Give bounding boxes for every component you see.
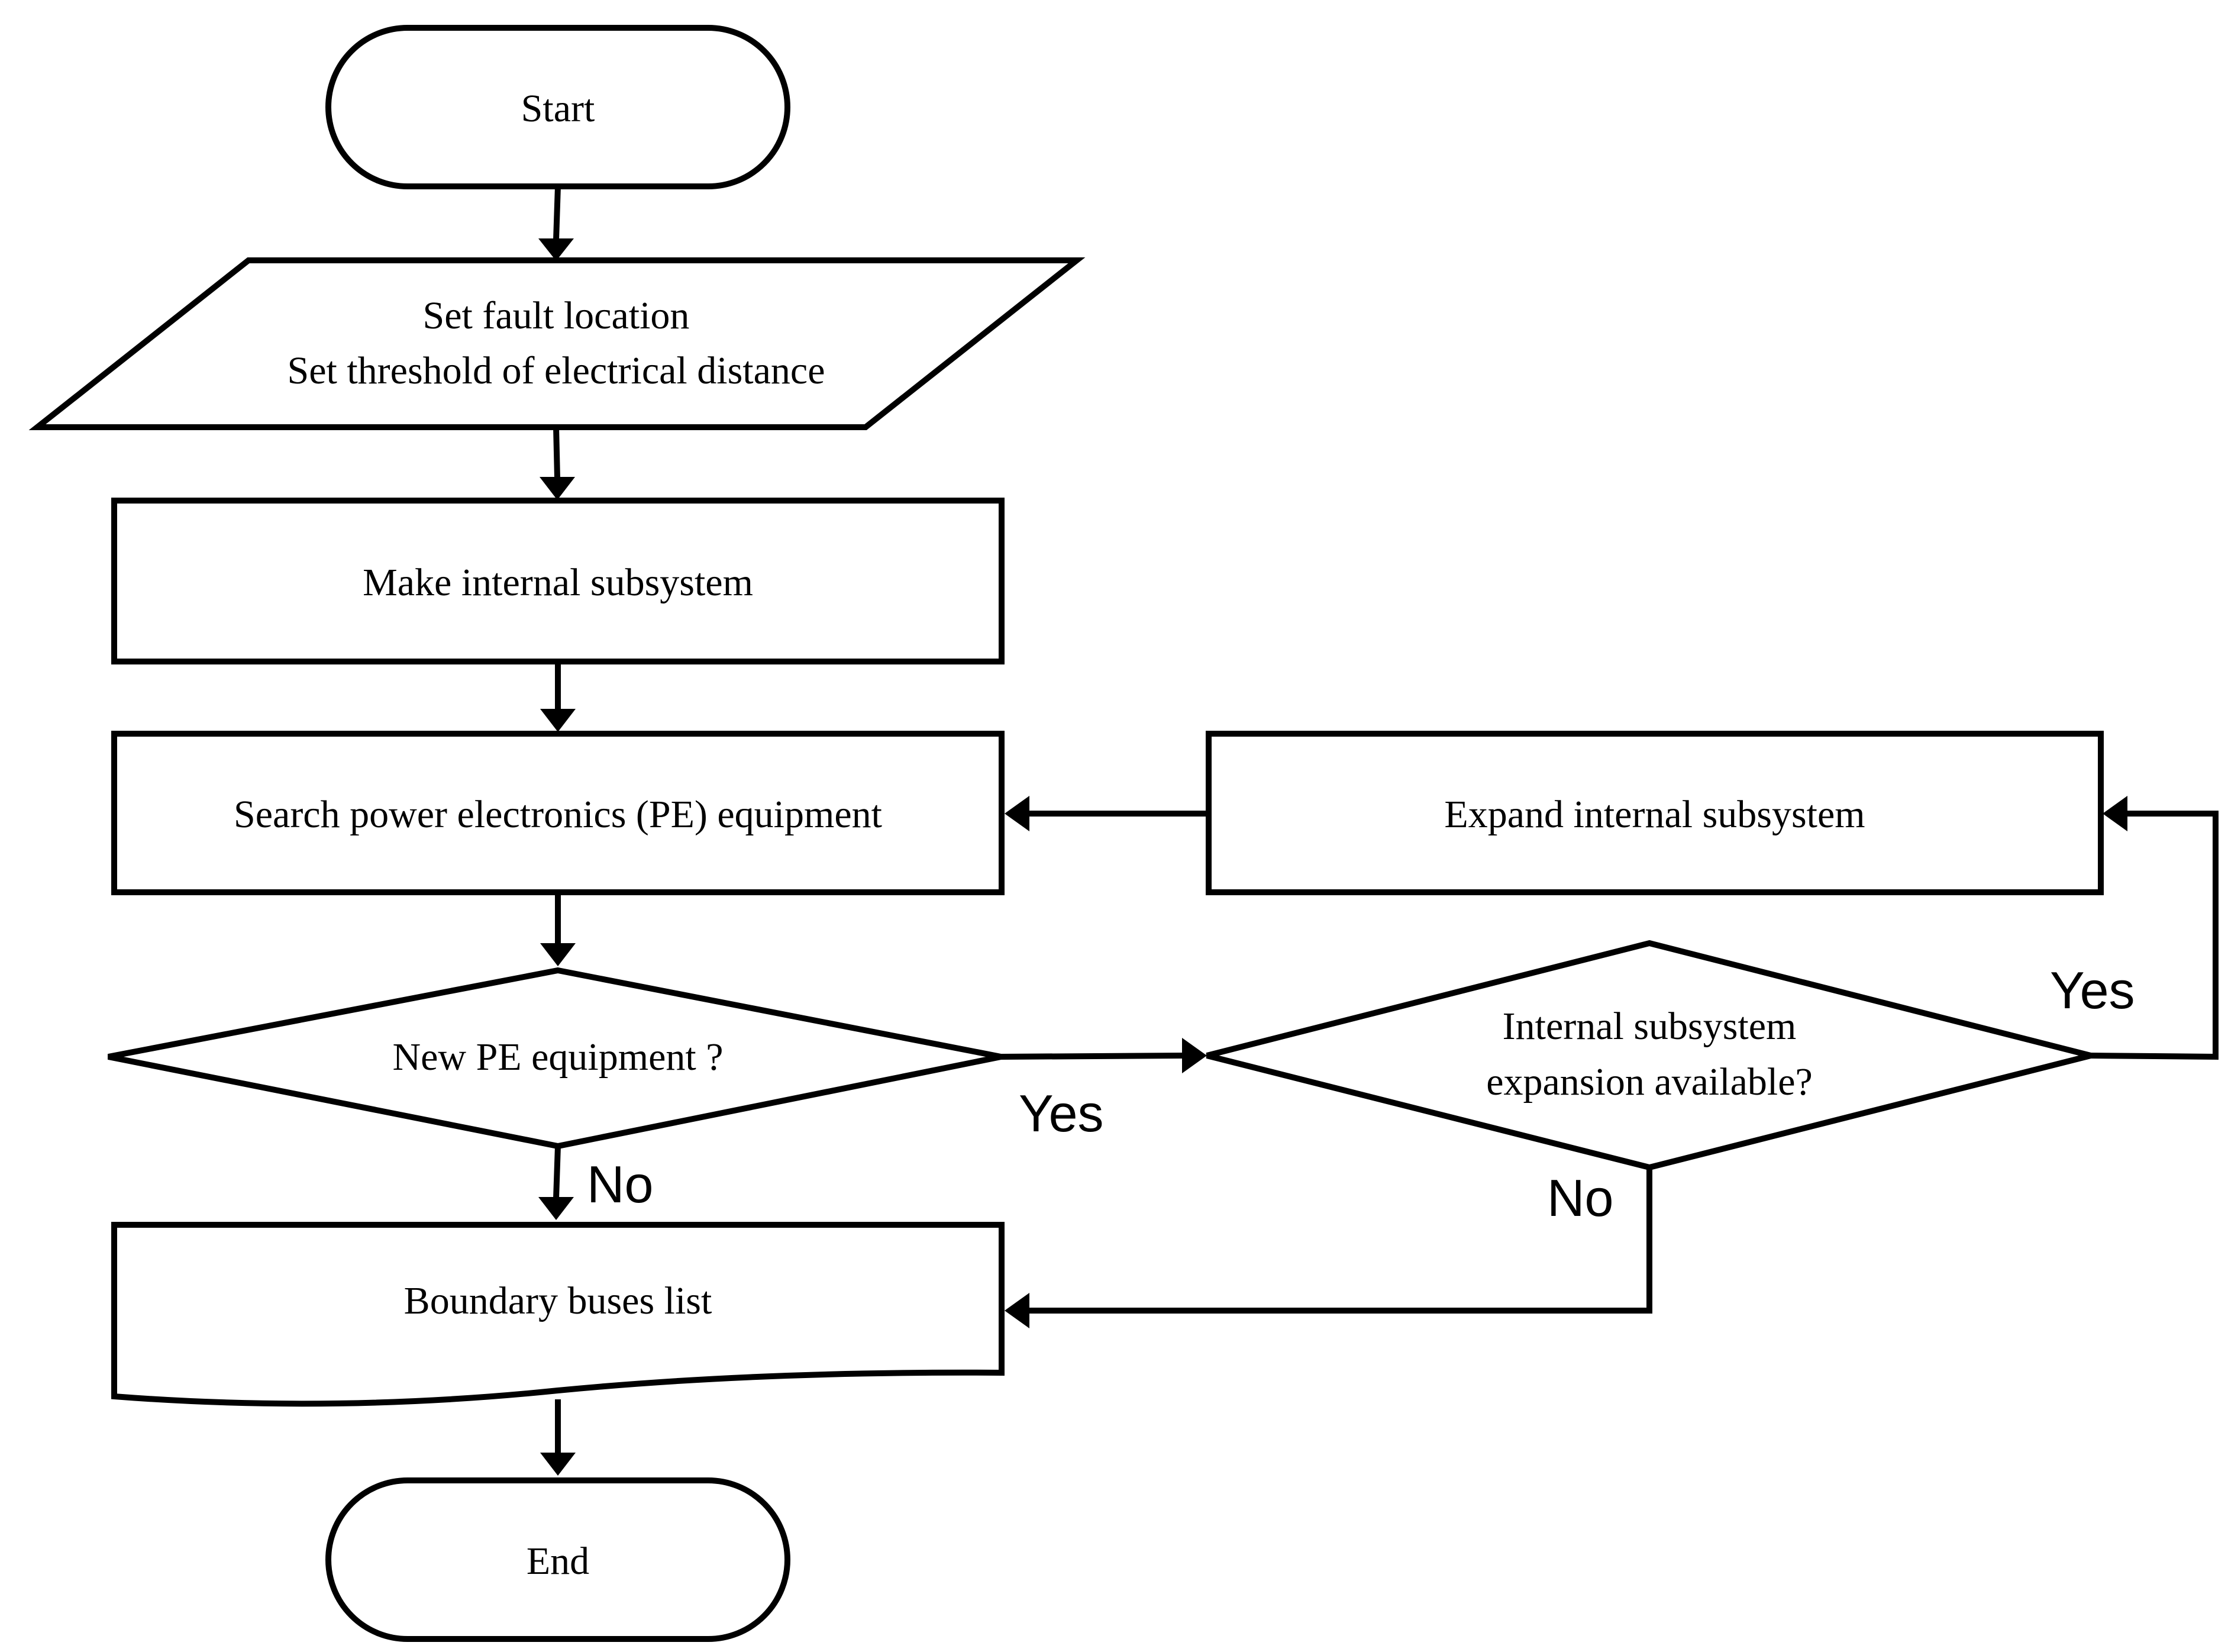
- edge-expansion-no-to-boundary-list: [1005, 1167, 1652, 1328]
- internal-subsystem-label: Internal subsystem: [1503, 1005, 1797, 1048]
- edge-boundary-list-to-end: [540, 1399, 576, 1476]
- expansion-no-label: No: [1547, 1169, 1614, 1227]
- new-pe-no-label: No: [587, 1155, 654, 1214]
- expansion-yes-label: Yes: [2050, 961, 2135, 1019]
- expand-internal-subsystem-process: Expand internal subsystem: [1206, 731, 2104, 895]
- expansion-available-decision: Internal subsystem expansion available?: [1206, 940, 2092, 1171]
- edge-new-pe-yes-to-expansion: [1000, 1038, 1207, 1073]
- new-pe-label: New PE equipment ?: [392, 1035, 723, 1079]
- new-pe-yes-label: Yes: [1019, 1084, 1104, 1143]
- start-terminator: Start: [325, 25, 790, 189]
- start-label: Start: [521, 87, 595, 130]
- search-pe-process: Search power electronics (PE) equipment: [111, 731, 1005, 895]
- edge-search-pe-to-new-pe: [540, 892, 576, 966]
- end-label: End: [527, 1540, 589, 1583]
- set-fault-location-label: Set fault location: [423, 294, 690, 337]
- end-terminator: End: [325, 1477, 790, 1642]
- set-threshold-label: Set threshold of electrical distance: [288, 349, 825, 392]
- expand-internal-subsystem-label: Expand internal subsystem: [1444, 793, 1865, 836]
- boundary-buses-list-document: Boundary buses list: [111, 1222, 1005, 1407]
- boundary-buses-list-label: Boundary buses list: [404, 1279, 712, 1322]
- edge-expand-to-search-pe: [1005, 796, 1206, 831]
- edge-expansion-yes-to-expand: [2090, 796, 2219, 1060]
- search-pe-label: Search power electronics (PE) equipment: [234, 793, 882, 836]
- edge-new-pe-no-to-boundary-list: [538, 1146, 574, 1220]
- make-internal-subsystem-process: Make internal subsystem: [111, 498, 1005, 664]
- make-internal-subsystem-label: Make internal subsystem: [363, 561, 753, 604]
- expansion-available-label: expansion available?: [1486, 1060, 1813, 1104]
- edge-set-params-to-make-subsystem: [540, 427, 575, 500]
- new-pe-decision: New PE equipment ?: [108, 967, 1002, 1150]
- edge-make-subsystem-to-search-pe: [540, 662, 576, 732]
- set-params-parallelogram: Set fault location Set threshold of elec…: [28, 257, 1086, 430]
- edge-start-to-set-params: [538, 186, 574, 261]
